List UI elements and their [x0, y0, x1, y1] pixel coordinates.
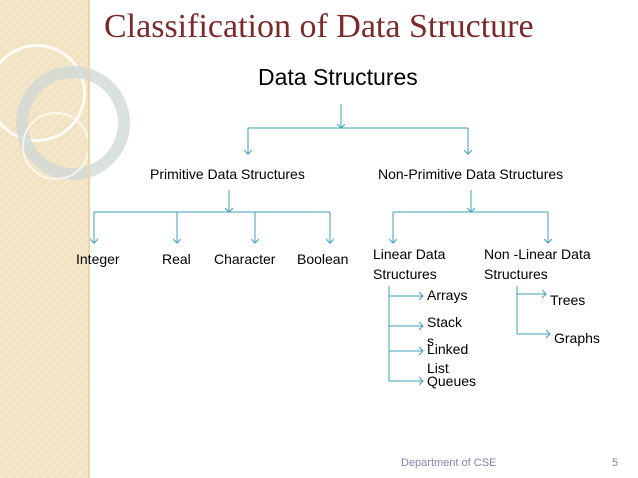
integer-node: Integer [76, 251, 120, 267]
linear-node: Linear Data Structures [373, 246, 446, 282]
non-primitive-node: Non-Primitive Data Structures [378, 166, 564, 182]
sidebar-edge [88, 0, 90, 478]
footer-page-number: 5 [612, 457, 619, 469]
boolean-node: Boolean [297, 251, 349, 267]
linked-list-node: Linked List [427, 341, 469, 376]
footer-department: Department of CSE [401, 457, 497, 469]
graphs-node: Graphs [554, 330, 600, 346]
trees-node: Trees [550, 292, 586, 308]
stack-node: Stack s [427, 314, 463, 349]
queues-node: Queues [427, 373, 477, 389]
root-node: Data Structures [258, 64, 418, 90]
non-linear-node: Non -Linear Data Structures [484, 246, 591, 282]
character-node: Character [214, 251, 276, 267]
slide-title: Classification of Data Structure [104, 8, 534, 45]
primitive-node: Primitive Data Structures [150, 166, 305, 182]
real-node: Real [162, 251, 191, 267]
arrays-node: Arrays [427, 287, 468, 303]
